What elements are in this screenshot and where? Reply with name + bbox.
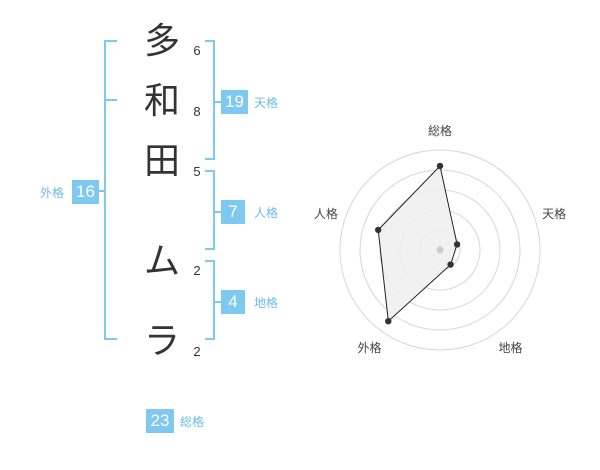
stroke-count-3: 5 — [193, 164, 201, 179]
soukaku-label: 総格 — [180, 415, 205, 429]
radar-point-0 — [436, 162, 444, 170]
stroke-count-2: 8 — [193, 104, 201, 119]
axis-label-tenkaku: 天格 — [542, 206, 566, 221]
jinkaku-value: 7 — [221, 200, 245, 224]
name-char-3: 田 — [143, 141, 180, 182]
chikaku-value: 4 — [221, 290, 245, 314]
radar-center-dot — [436, 246, 444, 254]
stroke-count-5: 2 — [193, 344, 201, 359]
name-char-5: ラ — [143, 321, 180, 362]
axis-label-gaikaku: 外格 — [357, 340, 381, 355]
radar-ring-5 — [339, 149, 541, 351]
axis-label-jinkaku: 人格 — [314, 206, 338, 221]
stroke-count-4: 2 — [193, 263, 201, 278]
soukaku-value: 23 — [146, 409, 174, 433]
tenkaku-value: 19 — [221, 90, 248, 114]
radar-points — [374, 162, 461, 325]
axis-label-soukaku: 総格 — [428, 123, 452, 138]
radar-point-3 — [385, 317, 392, 325]
name-char-1: 多 — [143, 21, 180, 62]
radar-area — [377, 164, 458, 323]
radar-point-2 — [447, 261, 454, 268]
gaikaku-value: 16 — [72, 180, 99, 204]
radar-point-4 — [374, 226, 382, 234]
radar-point-1 — [453, 241, 461, 248]
jinkaku-label: 人格 — [254, 206, 279, 220]
name-char-4: ム — [143, 241, 180, 282]
name-char-2: 和 — [143, 81, 180, 122]
chikaku-label: 地格 — [254, 296, 279, 310]
tenkaku-label: 天格 — [254, 96, 279, 110]
axis-label-chikaku: 地格 — [498, 340, 522, 355]
gaikaku-label: 外格 — [40, 186, 65, 200]
stroke-count-1: 6 — [193, 43, 201, 58]
